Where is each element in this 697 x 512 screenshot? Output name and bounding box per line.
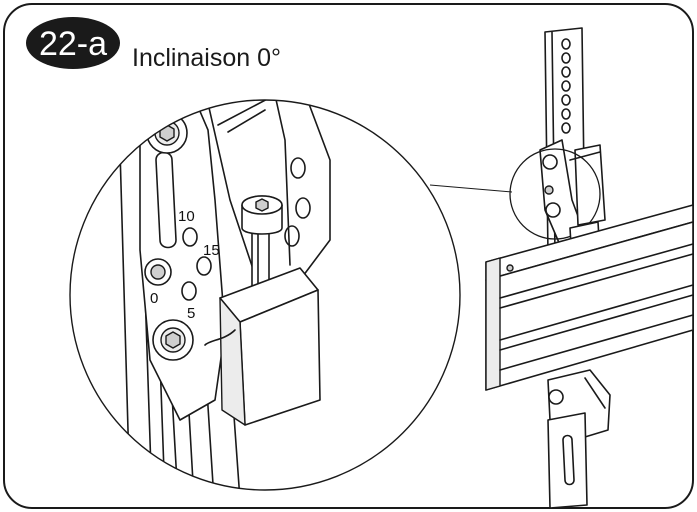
angle-holes xyxy=(181,227,212,301)
horizontal-rail xyxy=(485,204,694,391)
angle-lock-pin xyxy=(144,258,172,286)
zoom-connector-line xyxy=(429,184,513,193)
clamp-block xyxy=(219,267,321,426)
step-badge: 22-a xyxy=(26,17,120,69)
angle-label-15: 15 xyxy=(203,242,220,259)
adjustment-slot xyxy=(155,151,177,249)
mount-assembly xyxy=(485,27,694,509)
step-number: 22-a xyxy=(39,25,107,63)
bottom-hex-bolt xyxy=(152,319,194,361)
angle-label-10: 10 xyxy=(178,208,195,225)
detail-circle xyxy=(509,148,601,240)
angle-label-5: 5 xyxy=(187,305,195,322)
post-hole-column xyxy=(561,38,571,134)
zoom-detail xyxy=(69,99,461,491)
angle-label-0: 0 xyxy=(150,290,158,307)
step-title: Inclinaison 0° xyxy=(132,44,281,72)
